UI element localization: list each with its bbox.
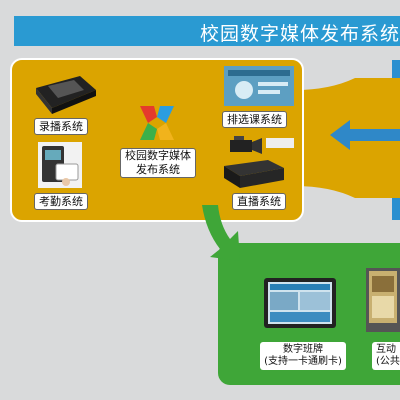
attendance-image	[38, 142, 82, 188]
label-live-system: 直播系统	[232, 193, 286, 210]
center-label-line1: 校园数字媒体	[125, 149, 191, 162]
class-board-device	[264, 278, 336, 328]
label-class-board: 数字班牌 (支持一卡通刷卡)	[260, 342, 346, 370]
class-board-screen-icon	[268, 282, 332, 324]
arrow-down-icon	[202, 205, 240, 261]
label-course-system: 排选课系统	[222, 111, 287, 128]
diagram-title: 校园数字媒体发布系统	[199, 23, 400, 45]
camera-tag	[266, 138, 294, 148]
class-board-subtitle: (支持一卡通刷卡)	[264, 356, 342, 367]
kiosk-screen-icon	[369, 271, 397, 323]
label-attendance-system: 考勤系统	[34, 193, 88, 210]
interactive-subtitle: (公共	[376, 356, 400, 367]
camera-icon	[230, 136, 262, 154]
kiosk-device	[366, 268, 400, 332]
center-label-line2: 发布系统	[136, 163, 180, 176]
class-board-title: 数字班牌	[283, 344, 323, 355]
label-recording-system: 录播系统	[34, 118, 88, 135]
course-screen-icon	[224, 66, 294, 106]
recorder-device-icon	[36, 76, 96, 114]
title-bar: 校园数字媒体发布系统	[14, 16, 400, 46]
interactive-title: 互动	[376, 344, 396, 355]
course-screen-image	[224, 66, 294, 106]
label-center-system: 校园数字媒体 发布系统	[120, 148, 196, 178]
encoder-box-icon	[224, 160, 284, 188]
card-reader-icon	[38, 142, 82, 188]
label-interactive: 互动 (公共	[372, 342, 400, 370]
arrow-left-icon	[330, 120, 400, 150]
media-logo-icon	[140, 106, 174, 140]
